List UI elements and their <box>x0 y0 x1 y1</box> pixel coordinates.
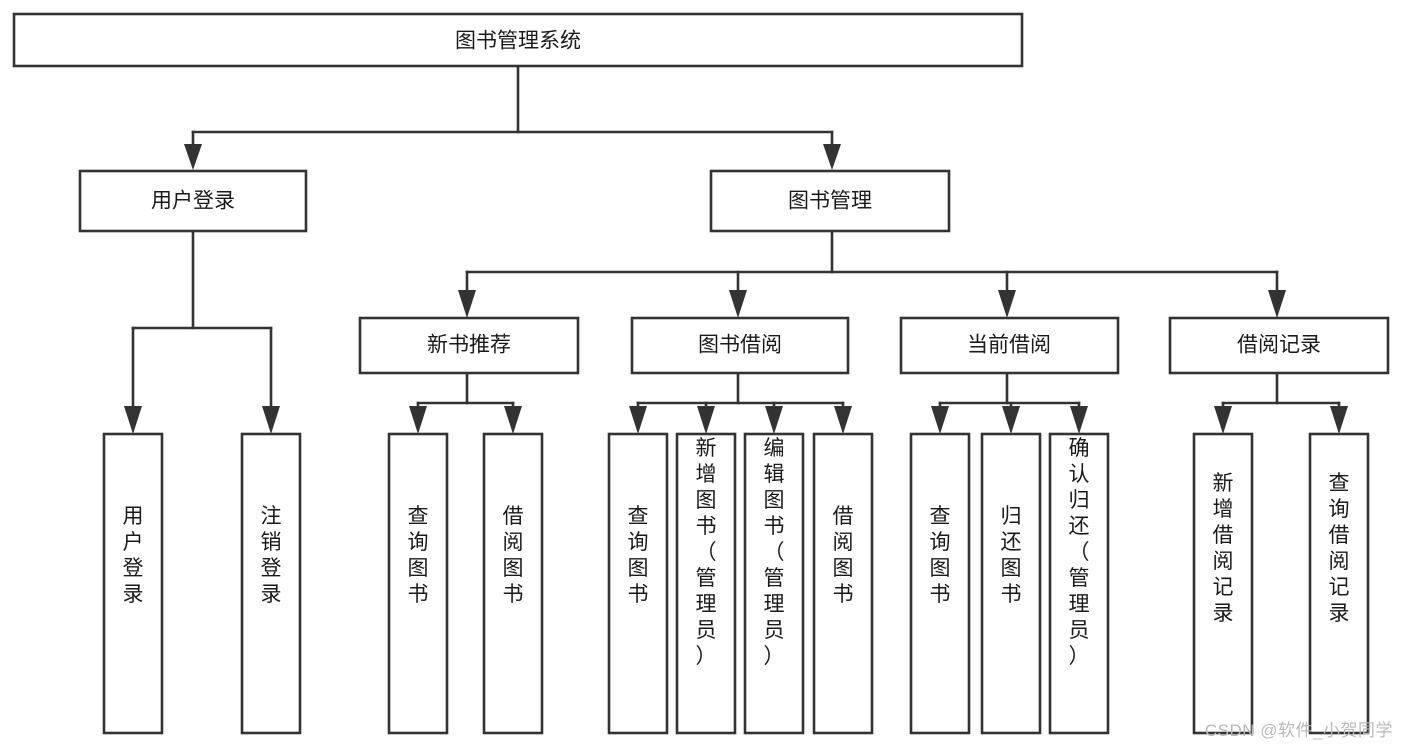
leaf-add-book[interactable]: 新增图书（管理员） <box>675 432 737 735</box>
leaf-return-book-label: 归还图书 <box>1001 505 1022 606</box>
arrow-head-leaf-add-record <box>1214 406 1232 434</box>
arrow-head-current-borrow <box>998 290 1016 318</box>
leaf-edit-book-label: 编辑图书（管理员） <box>764 437 785 668</box>
arrow-head-book-borrow <box>729 290 747 318</box>
leaf-query-book-3-label: 查询图书 <box>930 505 951 606</box>
node-new-book-recommend[interactable]: 新书推荐 <box>358 316 580 375</box>
arrow-head-leaf-query-record <box>1330 406 1348 434</box>
leaf-user-login-box[interactable] <box>102 432 164 735</box>
node-book-borrow-box[interactable] <box>630 316 850 375</box>
leaf-logout-box[interactable] <box>240 432 302 735</box>
arrow-head-new-book-recommend <box>458 290 476 318</box>
node-book-management[interactable]: 图书管理 <box>709 169 951 233</box>
node-user-login[interactable]: 用户登录 <box>78 169 308 233</box>
csdn-watermark: CSDN @软件_小贺同学 <box>1204 721 1393 740</box>
leaf-user-login[interactable]: 用户登录 <box>102 432 164 735</box>
leaf-user-login-label: 用户登录 <box>123 505 144 606</box>
leaf-query-record[interactable]: 查询借阅记录 <box>1308 432 1370 735</box>
node-current-borrow-label: 当前借阅 <box>967 334 1051 357</box>
leaf-logout[interactable]: 注销登录 <box>240 432 302 735</box>
leaf-query-book-2[interactable]: 查询图书 <box>607 432 669 735</box>
node-current-borrow[interactable]: 当前借阅 <box>899 316 1120 375</box>
arrow-head-borrow-record <box>1268 290 1286 318</box>
arrow-head-leaf-query-book-3 <box>931 406 949 434</box>
leaf-add-record-box[interactable] <box>1192 432 1254 735</box>
leaf-query-book-2-label: 查询图书 <box>628 505 649 606</box>
leaf-borrow-book-1-box[interactable] <box>482 432 544 735</box>
node-current-borrow-box[interactable] <box>899 316 1120 375</box>
arrow-head-leaf-user-login <box>124 406 142 434</box>
node-new-book-recommend-box[interactable] <box>358 316 580 375</box>
arrow-head-leaf-add-book <box>697 406 715 434</box>
leaf-return-book[interactable]: 归还图书 <box>980 432 1042 735</box>
leaf-logout-label: 注销登录 <box>261 505 282 606</box>
leaf-confirm-return[interactable]: 确认归还（管理员） <box>1048 432 1110 735</box>
arrow-head-leaf-logout <box>262 406 280 434</box>
node-book-management-label: 图书管理 <box>788 190 872 213</box>
leaf-query-record-label: 查询借阅记录 <box>1329 472 1350 625</box>
leaf-borrow-book-2[interactable]: 借阅图书 <box>812 432 874 735</box>
leaf-edit-book[interactable]: 编辑图书（管理员） <box>743 432 805 735</box>
arrow-head-bookmgmt <box>823 144 841 170</box>
leaf-borrow-book-2-box[interactable] <box>812 432 874 735</box>
leaf-query-book-1-label: 查询图书 <box>408 505 429 606</box>
node-borrow-record-label: 借阅记录 <box>1237 334 1321 357</box>
arrow-head-leaf-query-book-2 <box>629 406 647 434</box>
arrow-head-userlogin <box>184 144 202 170</box>
node-root-box[interactable] <box>12 12 1024 68</box>
leaf-query-book-1[interactable]: 查询图书 <box>387 432 449 735</box>
node-root[interactable]: 图书管理系统 <box>12 12 1024 68</box>
node-user-login-box[interactable] <box>78 169 308 233</box>
leaf-borrow-book-2-label: 借阅图书 <box>833 505 854 606</box>
leaf-confirm-return-box[interactable] <box>1048 432 1110 735</box>
leaf-add-book-box[interactable] <box>675 432 737 735</box>
arrow-head-leaf-borrow-book-1 <box>504 406 522 434</box>
leaf-add-record[interactable]: 新增借阅记录 <box>1192 432 1254 735</box>
node-book-management-box[interactable] <box>709 169 951 233</box>
leaf-confirm-return-label: 确认归还（管理员） <box>1069 437 1090 668</box>
leaf-query-record-box[interactable] <box>1308 432 1370 735</box>
node-book-borrow-label: 图书借阅 <box>698 334 782 357</box>
leaf-query-book-3-box[interactable] <box>909 432 971 735</box>
node-book-borrow[interactable]: 图书借阅 <box>630 316 850 375</box>
leaf-edit-book-box[interactable] <box>743 432 805 735</box>
leaf-borrow-book-1-label: 借阅图书 <box>503 505 524 606</box>
arrow-head-leaf-confirm-return <box>1070 406 1088 434</box>
arrow-head-leaf-edit-book <box>765 406 783 434</box>
leaf-query-book-2-box[interactable] <box>607 432 669 735</box>
leaf-add-book-label: 新增图书（管理员） <box>696 437 717 668</box>
leaf-query-book-1-box[interactable] <box>387 432 449 735</box>
node-new-book-recommend-label: 新书推荐 <box>427 334 511 357</box>
node-user-login-label: 用户登录 <box>151 190 235 213</box>
leaf-add-record-label: 新增借阅记录 <box>1213 472 1234 625</box>
node-root-label: 图书管理系统 <box>455 30 581 53</box>
node-borrow-record-box[interactable] <box>1168 316 1390 375</box>
leaf-query-book-3[interactable]: 查询图书 <box>909 432 971 735</box>
arrow-head-leaf-query-book-1 <box>409 406 427 434</box>
leaf-return-book-box[interactable] <box>980 432 1042 735</box>
leaf-borrow-book-1[interactable]: 借阅图书 <box>482 432 544 735</box>
node-borrow-record[interactable]: 借阅记录 <box>1168 316 1390 375</box>
arrow-head-leaf-borrow-book-2 <box>834 406 852 434</box>
arrow-head-leaf-return-book <box>1002 406 1020 434</box>
